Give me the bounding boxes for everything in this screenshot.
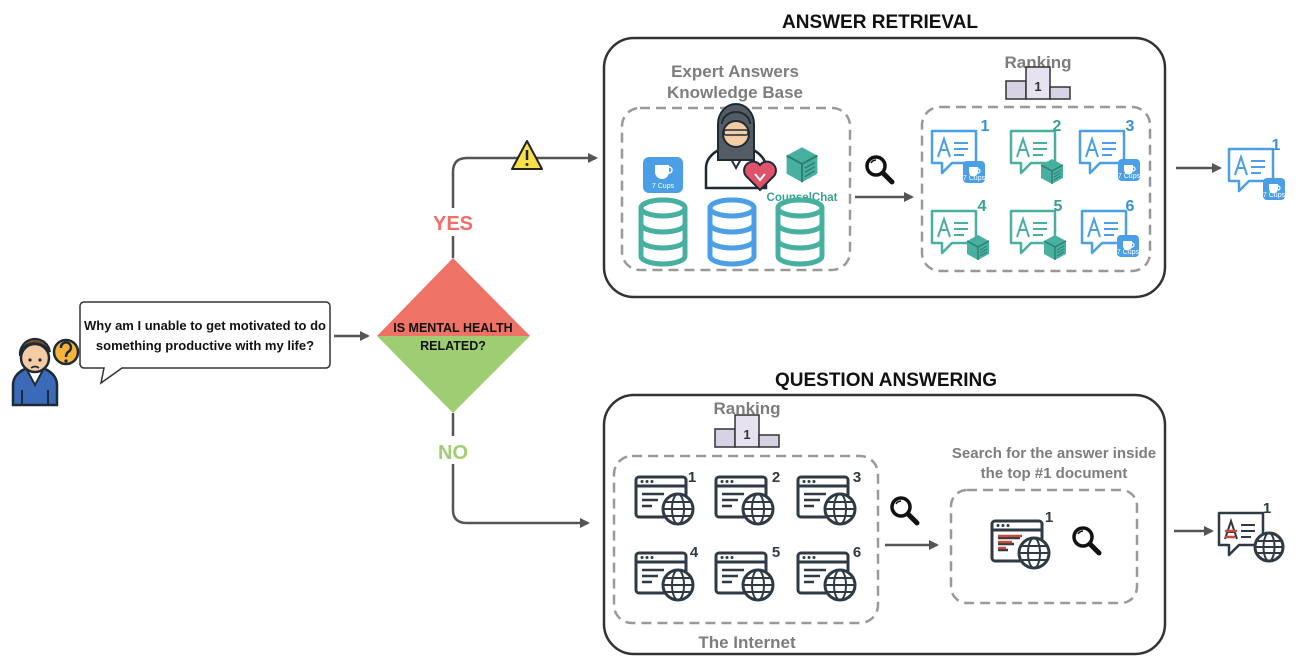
yes-label: YES — [433, 213, 473, 235]
svg-text:1: 1 — [1272, 137, 1281, 154]
ranked-answer-3: 3 — [1078, 118, 1142, 182]
top-document-box — [949, 488, 1139, 605]
internet-label: The Internet — [698, 633, 796, 652]
question-line-2: something productive with my life? — [96, 338, 314, 353]
svg-text:6: 6 — [853, 544, 861, 561]
document-search-icon — [1074, 528, 1099, 553]
no-label: NO — [438, 442, 468, 464]
svg-text:3: 3 — [853, 469, 861, 486]
decision-line-1: IS MENTAL HEALTH — [393, 321, 512, 335]
ranked-answer-6: 6 — [1080, 198, 1141, 258]
database-counselchat — [778, 200, 822, 264]
internet-box — [612, 454, 880, 625]
ar-podium-number: 1 — [1034, 79, 1041, 94]
counselchat-logo: CounselChat — [767, 146, 838, 204]
web-document-3: 3 — [796, 469, 861, 526]
no-branch-arrow — [451, 413, 590, 528]
qa-search-icon — [892, 498, 917, 523]
ranked-answer-2: 2 — [1009, 118, 1064, 185]
database-7cups — [641, 200, 685, 264]
warning-icon — [511, 140, 543, 170]
therapist-icon — [704, 103, 768, 190]
ranked-answer-4: 4 — [930, 198, 990, 261]
svg-text:5: 5 — [772, 544, 780, 561]
question-mark-icon — [52, 338, 80, 366]
ranked-answer-5: 5 — [1009, 198, 1067, 261]
svg-text:1: 1 — [688, 469, 696, 486]
qa-podium-icon: 1 — [714, 414, 780, 448]
web-document-2: 2 — [714, 469, 780, 526]
svg-text:1: 1 — [981, 118, 990, 135]
top-document: 1 — [990, 509, 1053, 570]
ar-podium-icon: 1 — [1005, 66, 1071, 100]
question-speech-bubble: Why am I unable to get motivated to do s… — [79, 301, 331, 385]
svg-text:1: 1 — [1263, 500, 1271, 517]
database-experts — [710, 200, 754, 264]
question-answering-panel — [602, 393, 1167, 656]
svg-text:6: 6 — [1126, 198, 1135, 215]
svg-text:3: 3 — [1126, 118, 1135, 135]
search-icon — [867, 157, 892, 182]
svg-text:5: 5 — [1054, 198, 1063, 215]
qa-output-answer: 1 — [1217, 500, 1285, 563]
web-document-1: 1 — [634, 469, 696, 526]
answer-retrieval-panel — [602, 36, 1167, 299]
ar-output-answer: 1 — [1227, 137, 1287, 201]
svg-text:4: 4 — [978, 198, 987, 215]
kb-title-line-1: Expert Answers — [671, 62, 799, 81]
seven-cups-logo: 7 Cups — [643, 157, 683, 193]
ar-ranking-label: Ranking — [1004, 53, 1071, 72]
search-caption-line-1: Search for the answer inside — [952, 445, 1156, 462]
decision-diamond: IS MENTAL HEALTH RELATED? — [377, 258, 530, 413]
decision-line-2: RELATED? — [420, 339, 486, 353]
question-answering-title: QUESTION ANSWERING — [775, 370, 997, 391]
qa-ranking-label: Ranking — [713, 399, 780, 418]
person-icon — [11, 337, 59, 407]
yes-branch-arrow — [451, 153, 598, 258]
svg-text:4: 4 — [690, 544, 699, 561]
question-line-1: Why am I unable to get motivated to do — [84, 318, 326, 333]
search-caption-line-2: the top #1 document — [981, 465, 1128, 482]
ranked-answer-1: 1 — [930, 118, 990, 184]
svg-text:2: 2 — [1053, 118, 1062, 135]
web-document-5: 5 — [714, 544, 780, 602]
web-document-4: 4 — [634, 544, 699, 602]
qa-podium-number: 1 — [743, 427, 750, 442]
ranked-answers-box — [920, 105, 1152, 273]
kb-title-line-2: Knowledge Base — [667, 83, 803, 102]
heart-icon — [743, 160, 777, 192]
svg-text:1: 1 — [1045, 509, 1053, 526]
svg-text:2: 2 — [772, 469, 780, 486]
web-document-6: 6 — [796, 544, 861, 602]
answer-retrieval-title: ANSWER RETRIEVAL — [782, 12, 978, 33]
seven-cups-text: 7 Cups — [652, 183, 675, 190]
